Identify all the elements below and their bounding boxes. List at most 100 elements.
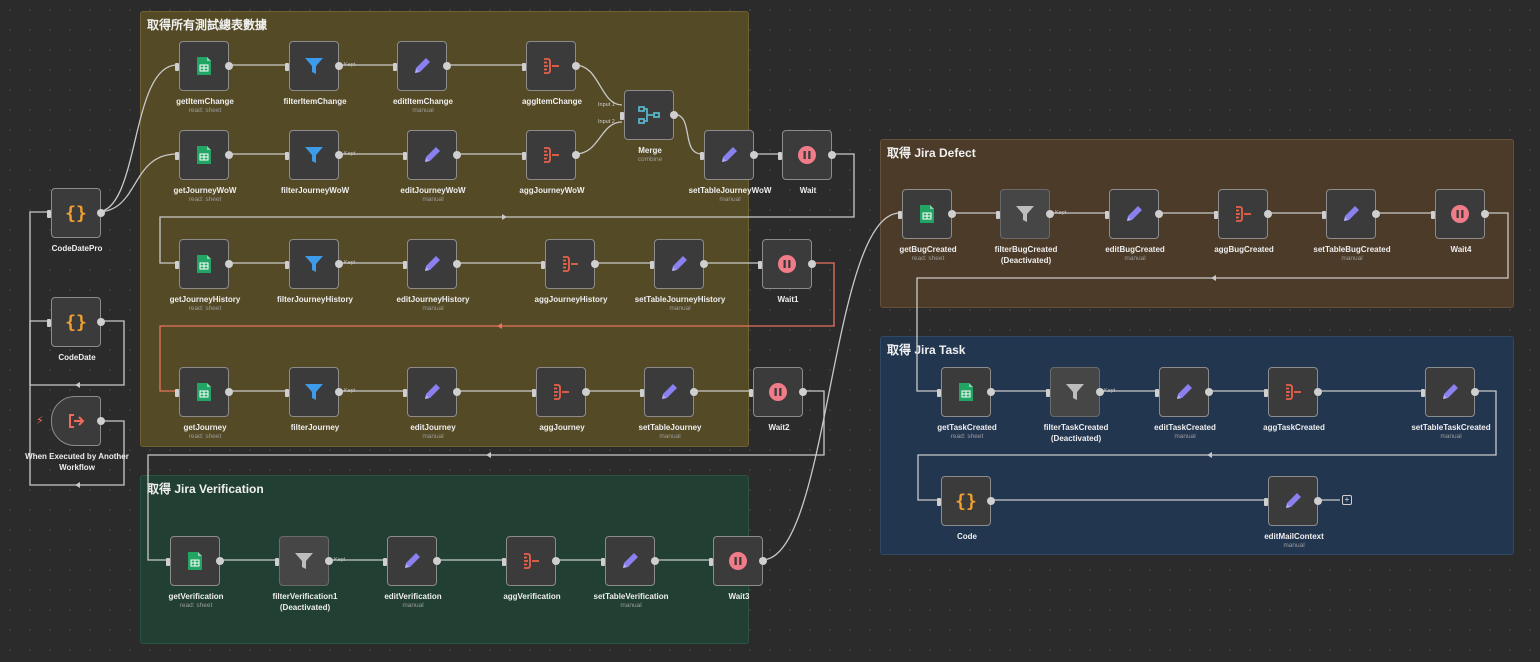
output-handle[interactable]	[225, 260, 233, 268]
input-handle[interactable]	[1264, 498, 1268, 506]
node-wait2[interactable]: Wait2	[749, 367, 807, 432]
node-wait1[interactable]: Wait1	[758, 239, 816, 304]
input-handle[interactable]	[1214, 211, 1218, 219]
node-code-date[interactable]: {}CodeDate	[47, 297, 105, 362]
output-handle[interactable]	[335, 62, 343, 70]
output-handle[interactable]	[97, 417, 105, 425]
input-handle[interactable]	[275, 558, 279, 566]
output-handle[interactable]	[97, 209, 105, 217]
node-trigger[interactable]: When Executed by Another Workflow	[25, 396, 129, 472]
node-code-date-pro[interactable]: {}CodeDatePro	[47, 188, 105, 253]
output-handle[interactable]	[1314, 497, 1322, 505]
input-handle[interactable]	[898, 211, 902, 219]
output-handle[interactable]	[1314, 388, 1322, 396]
output-handle[interactable]	[453, 151, 461, 159]
node-filter-item-change[interactable]: filterItemChange	[283, 41, 347, 106]
output-handle[interactable]	[1481, 210, 1489, 218]
output-handle[interactable]	[759, 557, 767, 565]
input-handle[interactable]	[700, 152, 704, 160]
output-handle[interactable]	[1155, 210, 1163, 218]
input-handle[interactable]	[532, 389, 536, 397]
input-handle[interactable]	[383, 558, 387, 566]
input-handle[interactable]	[1264, 389, 1268, 397]
node-filter-verification1[interactable]: filterVerification1(Deactivated)	[273, 536, 337, 612]
node-agg-bug-created[interactable]: aggBugCreated	[1214, 189, 1274, 254]
input-handle[interactable]	[393, 63, 397, 71]
output-handle[interactable]	[216, 557, 224, 565]
input-handle[interactable]	[1421, 389, 1425, 397]
output-handle[interactable]	[325, 557, 333, 565]
input-handle[interactable]	[758, 261, 762, 269]
output-handle[interactable]	[799, 388, 807, 396]
input-handle[interactable]	[403, 261, 407, 269]
output-handle[interactable]	[572, 62, 580, 70]
input-handle[interactable]	[175, 389, 179, 397]
group-defect[interactable]: 取得 Jira Defect	[880, 139, 1514, 308]
output-handle[interactable]	[651, 557, 659, 565]
output-handle[interactable]	[670, 111, 678, 119]
output-handle[interactable]	[443, 62, 451, 70]
input-handle[interactable]	[1105, 211, 1109, 219]
output-handle[interactable]	[808, 260, 816, 268]
output-handle[interactable]	[1471, 388, 1479, 396]
input-handle[interactable]	[650, 261, 654, 269]
input-handle[interactable]	[175, 152, 179, 160]
node-agg-verification[interactable]: aggVerification	[502, 536, 561, 601]
output-handle[interactable]	[335, 260, 343, 268]
output-handle[interactable]	[335, 388, 343, 396]
input-handle[interactable]	[778, 152, 782, 160]
input-handle[interactable]	[403, 389, 407, 397]
output-handle[interactable]	[225, 151, 233, 159]
node-agg-journey[interactable]: aggJourney	[532, 367, 590, 432]
output-handle[interactable]	[97, 318, 105, 326]
output-handle[interactable]	[591, 260, 599, 268]
input-handle[interactable]	[47, 210, 51, 218]
input-handle[interactable]	[1431, 211, 1435, 219]
output-handle[interactable]	[1096, 388, 1104, 396]
input-handle[interactable]	[285, 389, 289, 397]
output-handle[interactable]	[828, 151, 836, 159]
output-handle[interactable]	[1264, 210, 1272, 218]
node-filter-task-created[interactable]: filterTaskCreated(Deactivated)	[1044, 367, 1108, 443]
input-handle[interactable]	[502, 558, 506, 566]
output-handle[interactable]	[225, 388, 233, 396]
input-handle[interactable]	[175, 63, 179, 71]
output-handle[interactable]	[453, 260, 461, 268]
output-handle[interactable]	[1372, 210, 1380, 218]
input-handle[interactable]	[285, 152, 289, 160]
input-handle[interactable]	[47, 319, 51, 327]
node-wait3[interactable]: Wait3	[709, 536, 767, 601]
input-handle[interactable]	[285, 63, 289, 71]
input-handle[interactable]	[620, 112, 624, 120]
node-agg-task-created[interactable]: aggTaskCreated	[1263, 367, 1325, 432]
input-handle[interactable]	[1155, 389, 1159, 397]
output-handle[interactable]	[453, 388, 461, 396]
node-agg-journey-history[interactable]: aggJourneyHistory	[535, 239, 607, 304]
input-handle[interactable]	[937, 389, 941, 397]
input-handle[interactable]	[937, 498, 941, 506]
input-handle[interactable]	[285, 261, 289, 269]
node-wait[interactable]: Wait	[778, 130, 836, 195]
input-handle[interactable]	[996, 211, 1000, 219]
input-handle[interactable]	[709, 558, 713, 566]
output-handle[interactable]	[552, 557, 560, 565]
input-handle[interactable]	[166, 558, 170, 566]
node-filter-bug-created[interactable]: filterBugCreated(Deactivated)	[995, 189, 1057, 265]
input-handle[interactable]	[1322, 211, 1326, 219]
output-handle[interactable]	[433, 557, 441, 565]
input-handle[interactable]	[522, 63, 526, 71]
output-handle[interactable]	[225, 62, 233, 70]
